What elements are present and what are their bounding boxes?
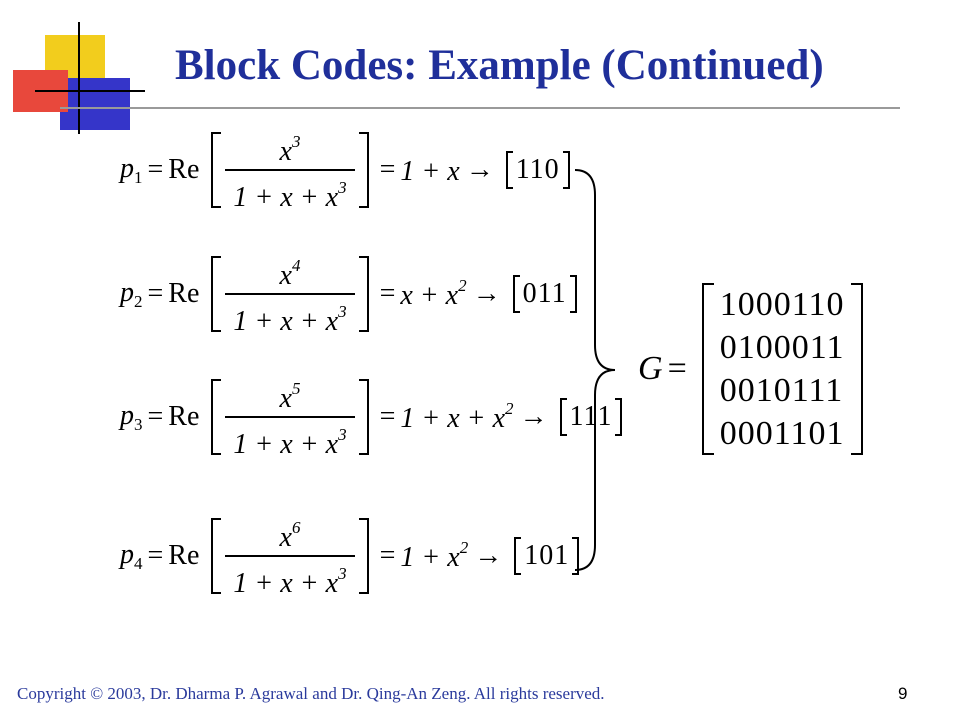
matrix-row: 0100011	[719, 329, 845, 366]
logo-horizontal-line	[35, 90, 145, 92]
vector-left-bracket	[559, 398, 567, 436]
matrix-rows: 1000110 0100011 0010111 0001101	[714, 283, 851, 455]
left-bracket	[211, 256, 222, 332]
slide-title: Block Codes: Example (Continued)	[175, 42, 824, 89]
eq-equals: =	[379, 540, 396, 571]
eq-rhs: 1 + x	[400, 156, 460, 187]
left-bracket	[211, 132, 222, 208]
matrix-right-bracket	[850, 283, 863, 455]
eq-fraction: x4 1 + x + x3	[225, 251, 355, 337]
vector-right-bracket	[615, 398, 623, 436]
eq-vector: 111	[559, 398, 623, 436]
fraction-denominator: 1 + x + x3	[225, 416, 355, 460]
eq-vector: 101	[514, 537, 580, 575]
right-arrow-icon: →	[465, 154, 494, 185]
vector-value: 011	[522, 278, 567, 309]
eq-p-symbol: p3	[120, 399, 143, 434]
eq-fraction: x3 1 + x + x3	[225, 127, 355, 213]
eq-rhs: 1 + x + x2	[400, 399, 514, 434]
eq-vector: 011	[512, 275, 577, 313]
decorative-logo	[0, 0, 160, 140]
fraction-denominator: 1 + x + x3	[225, 555, 355, 599]
generator-equals: =	[667, 350, 687, 387]
matrix-row: 0010111	[719, 372, 844, 409]
vector-value: 101	[524, 540, 570, 571]
eq-rhs: x + x2	[400, 276, 467, 311]
eq-equals: =	[147, 401, 164, 432]
logo-vertical-line	[78, 22, 80, 134]
matrix-left-bracket	[701, 283, 714, 455]
page-number: 9	[898, 684, 908, 703]
fraction-denominator: 1 + x + x3	[225, 293, 355, 337]
right-bracket	[358, 379, 369, 455]
eq-bracket: x6 1 + x + x3	[205, 513, 374, 599]
vector-value: 111	[569, 401, 613, 432]
eq-equals: =	[147, 278, 164, 309]
eq-equals: =	[379, 278, 396, 309]
fraction-denominator: 1 + x + x3	[225, 169, 355, 213]
left-bracket	[211, 518, 222, 594]
equation-p4: p4 = Re x6 1 + x + x3 = 1 + x2 → 101	[120, 518, 580, 599]
vector-left-bracket	[512, 275, 520, 313]
vector-value: 110	[515, 154, 560, 185]
eq-re-operator: Re	[168, 278, 200, 309]
right-curly-brace	[574, 169, 616, 571]
equation-p1: p1 = Re x3 1 + x + x3 = 1 + x → 110	[120, 132, 570, 213]
vector-left-bracket	[505, 151, 513, 189]
fraction-numerator: x6	[279, 518, 301, 553]
eq-vector: 110	[505, 151, 570, 189]
generator-label: G	[638, 350, 663, 387]
logo-blue-square	[60, 78, 130, 130]
left-bracket	[211, 379, 222, 455]
matrix-row: 0001101	[719, 415, 845, 452]
eq-equals: =	[379, 154, 396, 185]
eq-equals: =	[147, 154, 164, 185]
right-bracket	[358, 256, 369, 332]
fraction-numerator: x4	[279, 256, 301, 291]
equation-p2: p2 = Re x4 1 + x + x3 = x + x2 → 011	[120, 256, 577, 337]
eq-bracket: x4 1 + x + x3	[205, 251, 374, 337]
eq-bracket: x3 1 + x + x3	[205, 127, 374, 213]
vector-left-bracket	[514, 537, 522, 575]
matrix-row: 1000110	[719, 286, 845, 323]
equation-p3: p3 = Re x5 1 + x + x3 = 1 + x + x2 → 111	[120, 379, 623, 460]
eq-fraction: x5 1 + x + x3	[225, 374, 355, 460]
eq-fraction: x6 1 + x + x3	[225, 513, 355, 599]
fraction-numerator: x5	[279, 379, 301, 414]
eq-p-symbol: p1	[120, 152, 143, 187]
copyright-footer: Copyright © 2003, Dr. Dharma P. Agrawal …	[17, 684, 605, 703]
matrix-body: 1000110 0100011 0010111 0001101	[701, 283, 863, 455]
right-arrow-icon: →	[472, 278, 501, 309]
eq-re-operator: Re	[168, 154, 200, 185]
generator-matrix: G = 1000110 0100011 0010111 0001101	[638, 283, 863, 455]
eq-bracket: x5 1 + x + x3	[205, 374, 374, 460]
eq-p-symbol: p2	[120, 276, 143, 311]
fraction-numerator: x3	[279, 132, 301, 167]
right-arrow-icon: →	[474, 540, 503, 571]
right-bracket	[358, 132, 369, 208]
right-bracket	[358, 518, 369, 594]
eq-re-operator: Re	[168, 540, 200, 571]
title-divider	[60, 107, 900, 109]
vector-right-bracket	[572, 537, 580, 575]
vector-right-bracket	[562, 151, 570, 189]
eq-equals: =	[147, 540, 164, 571]
right-arrow-icon: →	[519, 401, 548, 432]
eq-rhs: 1 + x2	[400, 538, 469, 573]
eq-p-symbol: p4	[120, 538, 143, 573]
eq-equals: =	[379, 401, 396, 432]
vector-right-bracket	[569, 275, 577, 313]
eq-re-operator: Re	[168, 401, 200, 432]
